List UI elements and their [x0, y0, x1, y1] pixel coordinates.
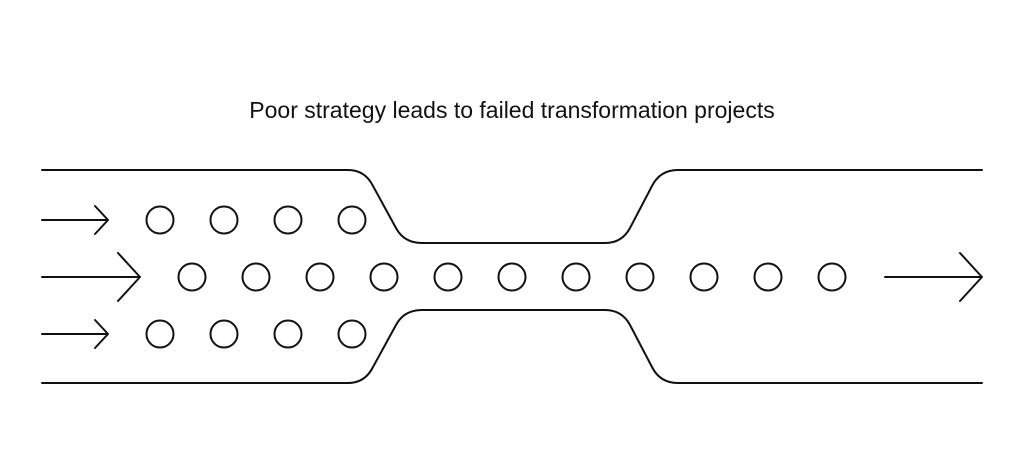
circle-middle-row [561, 262, 591, 292]
circle-bottom-row [273, 319, 303, 349]
circle-middle-row [241, 262, 271, 292]
pipe-bottom-wall [41, 309, 983, 384]
circle-middle-row [497, 262, 527, 292]
circle-middle-row [369, 262, 399, 292]
circle-bottom-row [209, 319, 239, 349]
arrow-in-bottom [41, 319, 109, 349]
circle-bottom-row [145, 319, 175, 349]
circle-middle-row [753, 262, 783, 292]
pipe-top-wall [41, 169, 983, 244]
arrow-out [884, 252, 983, 302]
circle-middle-row [433, 262, 463, 292]
arrow-in-top [41, 205, 109, 235]
circle-middle-row [305, 262, 335, 292]
circle-top-row [209, 205, 239, 235]
circle-top-row [337, 205, 367, 235]
circle-middle-row [177, 262, 207, 292]
circle-top-row [145, 205, 175, 235]
circle-middle-row [689, 262, 719, 292]
circle-bottom-row [337, 319, 367, 349]
circle-top-row [273, 205, 303, 235]
diagram-title: Poor strategy leads to failed transforma… [249, 97, 775, 123]
circle-middle-row [625, 262, 655, 292]
arrow-in-middle [41, 252, 141, 302]
circle-middle-row [817, 262, 847, 292]
